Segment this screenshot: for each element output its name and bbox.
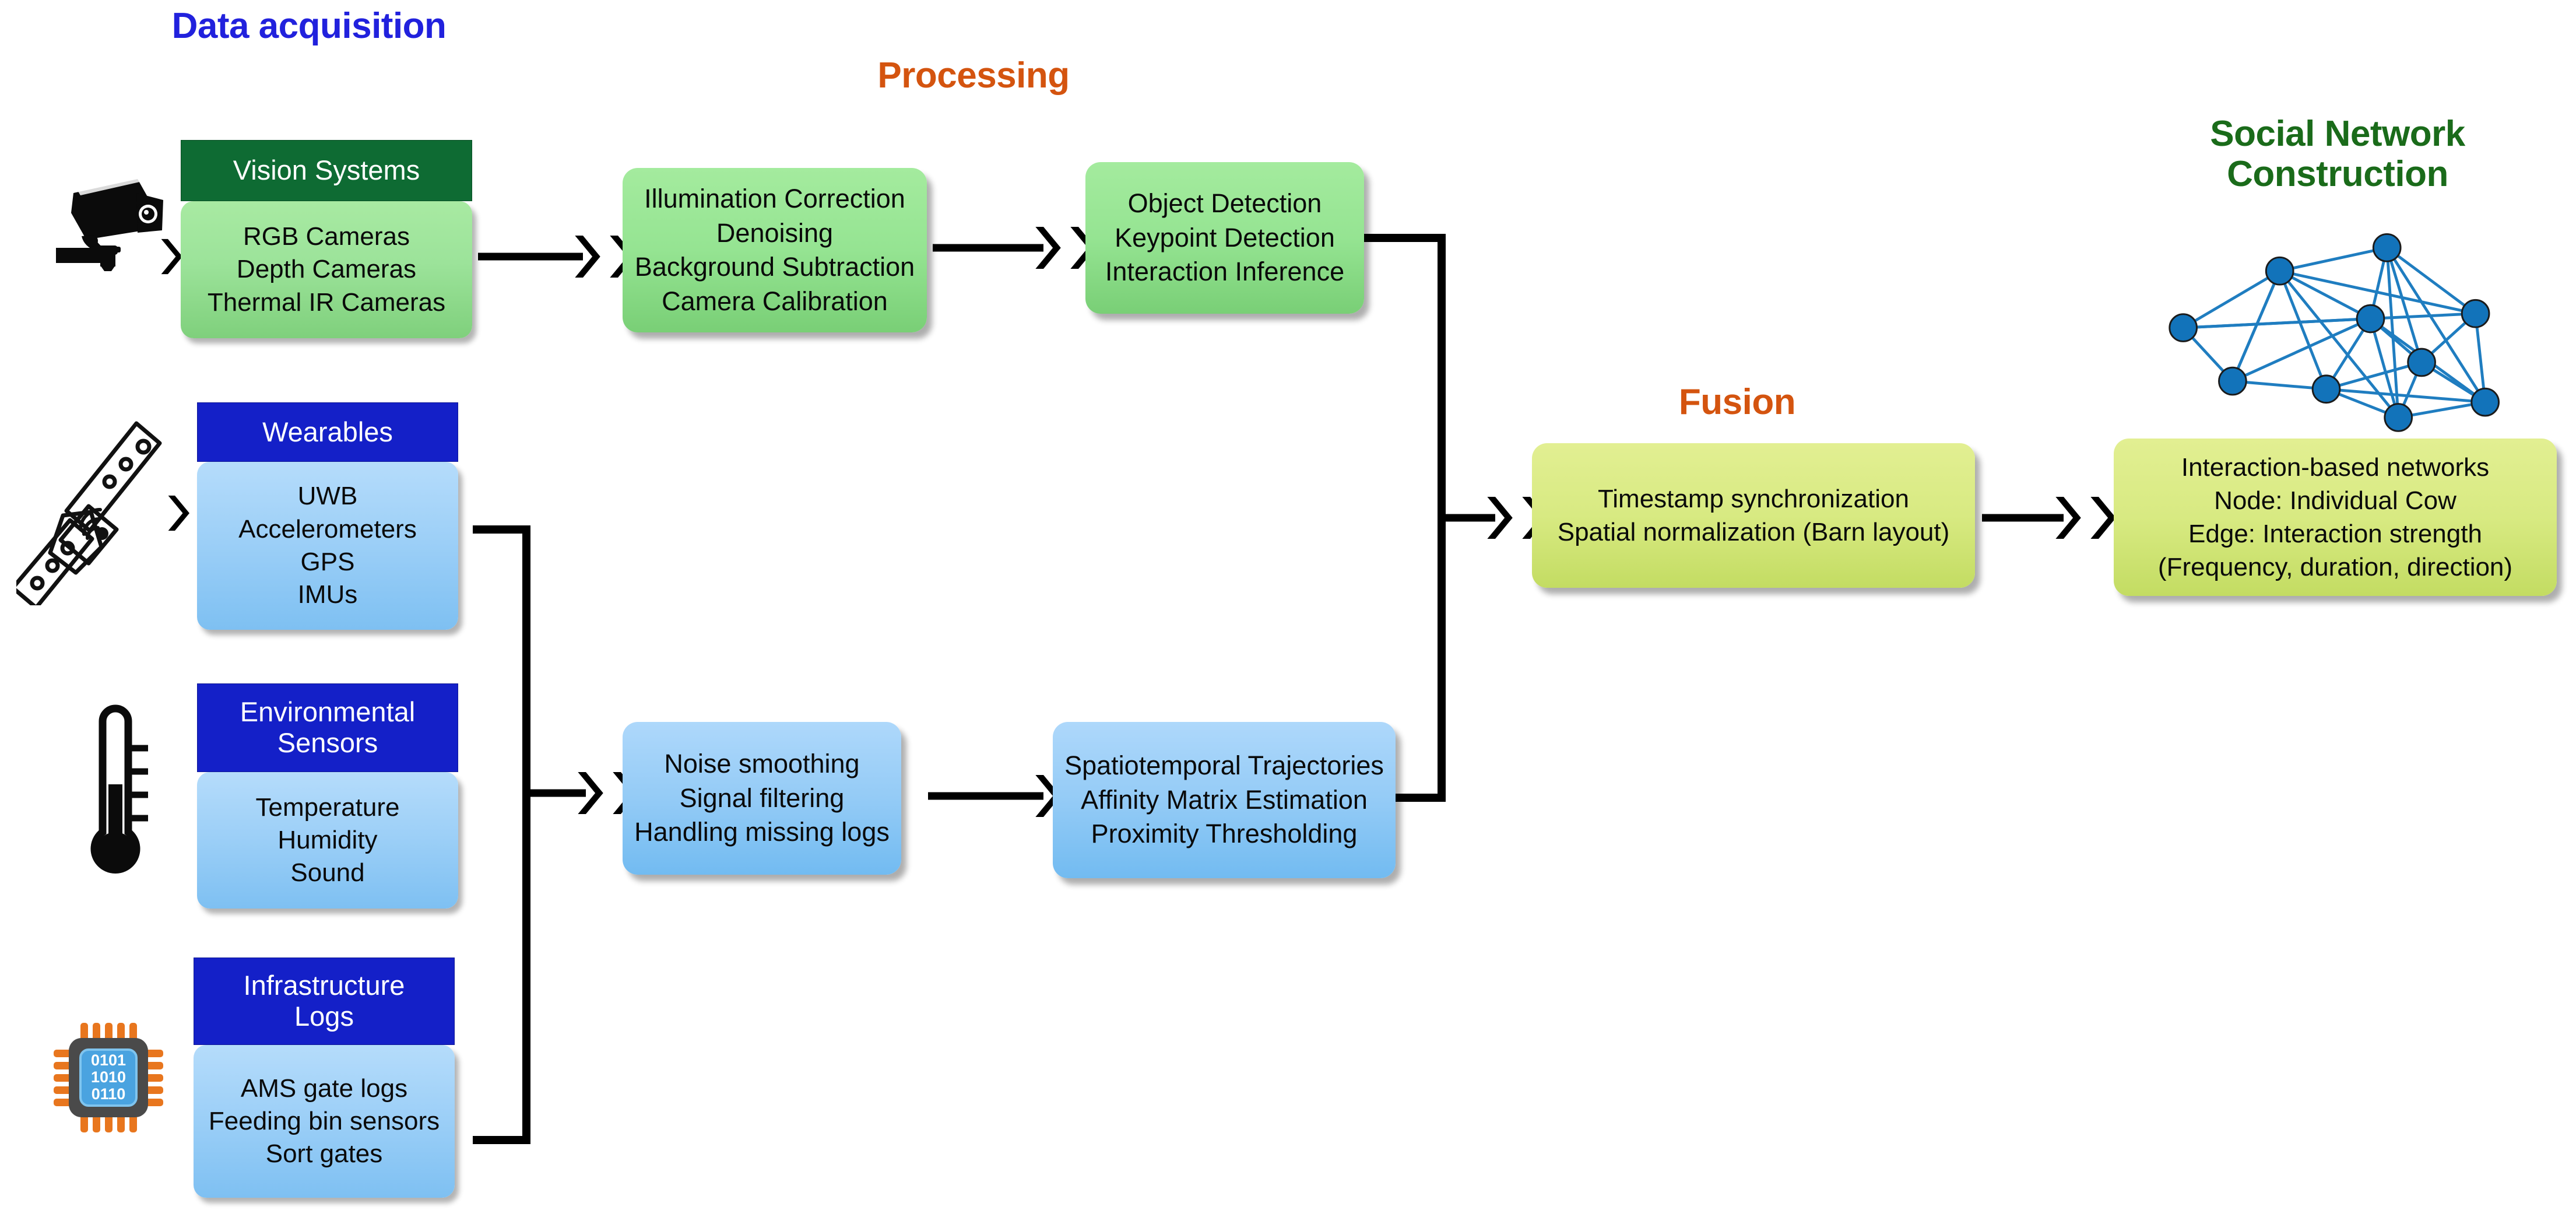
graph-edge [2385,247,2423,363]
arrow-illumination-to-detection [933,227,1096,269]
process-card-vision-preprocessing[interactable]: Illumination Correction Denoising Backgr… [623,168,927,332]
graph-node [2311,374,2341,404]
source-title-infrastructure-logs: Infrastructure Logs [194,958,455,1045]
source-title-vision-systems: Vision Systems [181,140,472,201]
arrow-fusion-to-output [1982,497,2116,539]
graph-edge [2232,380,2327,391]
wearable-collar-icon [10,413,169,610]
graph-edge [2183,312,2476,329]
graph-edge [2398,401,2486,419]
source-items-wearables: UWB Accelerometers GPS IMUs [197,462,458,630]
graph-edge [2474,313,2487,402]
graph-nodes [2169,233,2500,432]
chip-binary-line-1: 0101 [91,1051,126,1069]
graph-node [2169,313,2198,342]
graph-edge [2231,270,2281,382]
chip-binary-line-2: 1010 [91,1068,126,1086]
graph-edge [2279,269,2371,320]
graph-edge [2386,246,2477,315]
source-items-environmental-sensors: Temperature Humidity Sound [197,772,458,909]
arrow-wearable-to-box [168,495,189,531]
graph-edge [2182,269,2280,329]
process-card-signal-cleaning[interactable]: Noise smoothing Signal filtering Handlin… [623,722,901,875]
graph-node [2372,233,2402,262]
graph-node [2265,256,2294,286]
cctv-camera-icon [28,172,174,271]
graph-edge [2278,270,2328,390]
graph-node [2461,299,2490,328]
arrow-vision-to-processing [478,236,635,278]
source-infrastructure-logs[interactable]: Infrastructure Logs AMS gate logs Feedin… [194,958,455,1198]
source-vision-systems[interactable]: Vision Systems RGB Cameras Depth Cameras… [181,140,472,338]
graph-edge [2385,247,2487,403]
graph-edge [2369,318,2400,418]
section-header-processing: Processing [877,55,1070,96]
source-environmental-sensors[interactable]: Environmental Sensors Temperature Humidi… [197,683,458,909]
microchip-icon: 0101 1010 0110 [50,1019,167,1136]
chip-binary-line-3: 0110 [92,1085,126,1103]
source-items-infrastructure-logs: AMS gate logs Feeding bin sensors Sort g… [194,1045,455,1198]
graph-node [2384,403,2413,432]
section-header-fusion: Fusion [1678,382,1796,422]
bracket-sensors-merge [473,525,638,1144]
source-title-environmental-sensors: Environmental Sensors [197,683,458,772]
source-title-wearables: Wearables [197,402,458,462]
graph-edge [2326,387,2486,404]
output-card-interaction-network[interactable]: Interaction-based networks Node: Individ… [2114,439,2557,596]
graph-node [2470,387,2500,417]
thermometer-icon [77,685,161,889]
source-wearables[interactable]: Wearables UWB Accelerometers GPS IMUs [197,402,458,630]
social-network-graph [2145,222,2530,437]
source-items-vision-systems: RGB Cameras Depth Cameras Thermal IR Cam… [181,201,472,338]
process-card-vision-detection[interactable]: Object Detection Keypoint Detection Inte… [1085,162,1364,314]
graph-edge [2231,317,2371,383]
graph-node [2407,348,2436,377]
section-header-social-network-construction: Social Network Construction [2210,114,2465,195]
section-header-data-acquisition: Data acquisition [171,6,447,46]
fusion-card[interactable]: Timestamp synchronization Spatial normal… [1532,443,1975,588]
graph-edge [2279,246,2388,273]
process-card-trajectory-analysis[interactable]: Spatiotemporal Trajectories Affinity Mat… [1053,722,1396,878]
graph-edge [2385,247,2400,418]
graph-node [2218,366,2247,396]
graph-node [2356,304,2385,334]
bracket-processing-merge [1364,234,1548,802]
graph-edge [2325,361,2422,391]
